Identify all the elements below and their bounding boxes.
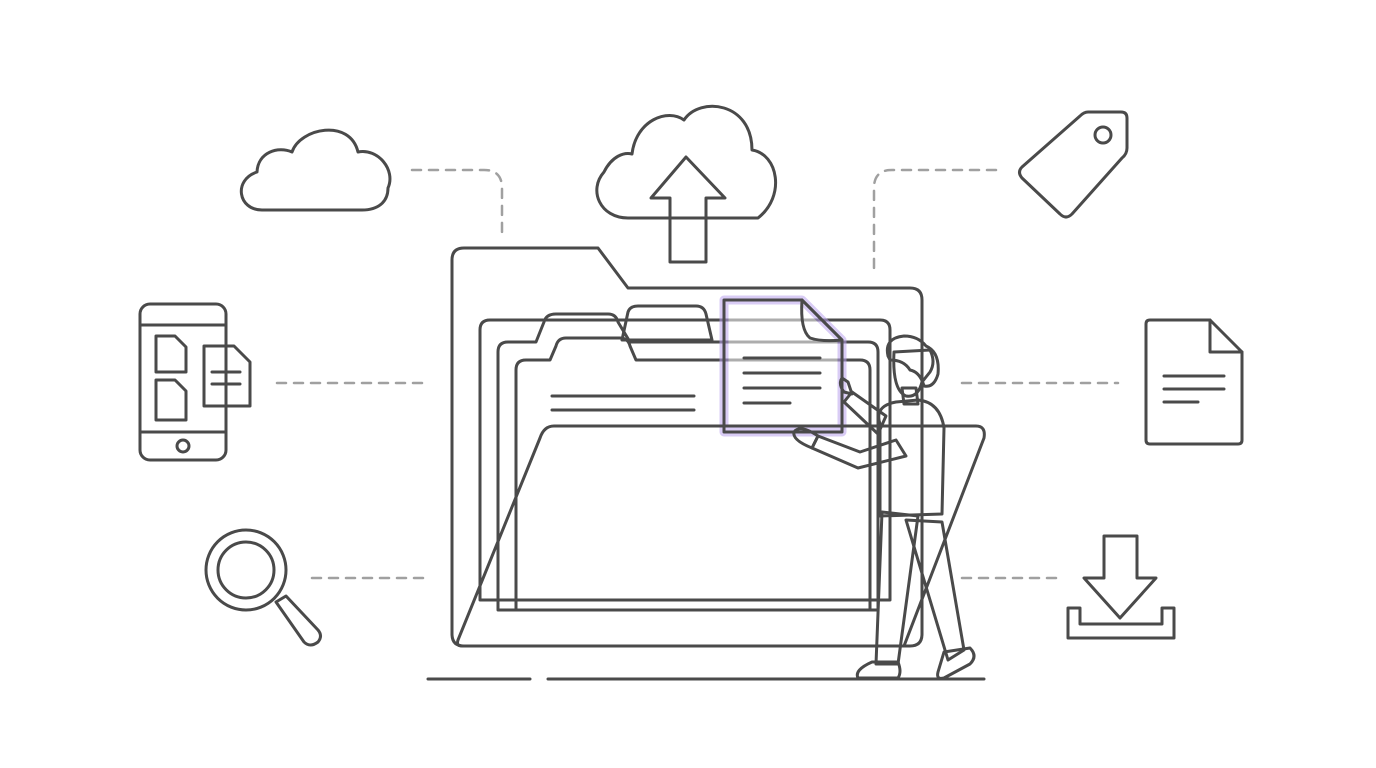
document-icon: [1144, 318, 1244, 446]
highlighted-document: [719, 295, 847, 437]
folder-icon: [450, 246, 924, 648]
connector-cloud: [410, 168, 504, 238]
folder-front-pocket: [456, 424, 986, 648]
upload-cloud-icon: [595, 104, 778, 264]
phone-files-icon: [138, 302, 252, 462]
connector-tag: [872, 168, 998, 272]
magnifier-icon: [204, 528, 322, 647]
tag-icon: [1018, 110, 1129, 219]
connector-lines: [275, 168, 1120, 580]
cloud-icon: [239, 128, 392, 212]
person-figure: [792, 334, 976, 680]
download-icon: [1066, 534, 1176, 640]
